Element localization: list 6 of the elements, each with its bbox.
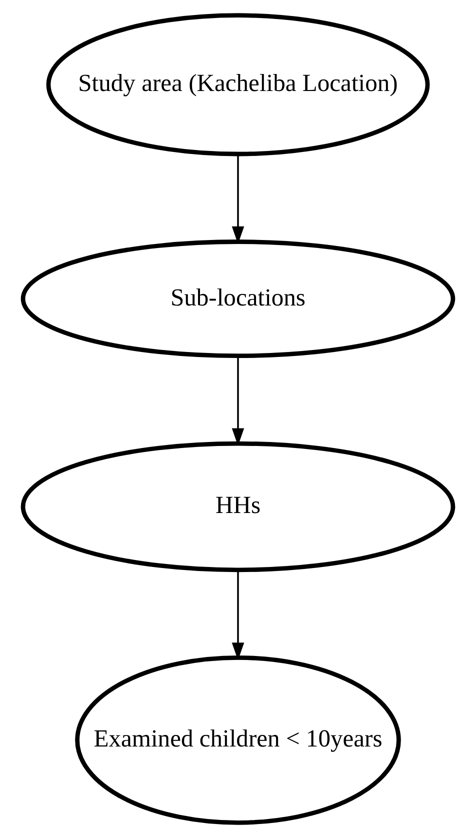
node-ellipse: Study area (Kacheliba Location) bbox=[46, 13, 430, 156]
arrow bbox=[231, 356, 244, 446]
node-ellipse: Examined children < 10years bbox=[74, 655, 400, 825]
node-ellipse: Sub-locations bbox=[20, 240, 455, 358]
arrow bbox=[231, 570, 244, 660]
node-ellipse: HHs bbox=[20, 441, 455, 572]
